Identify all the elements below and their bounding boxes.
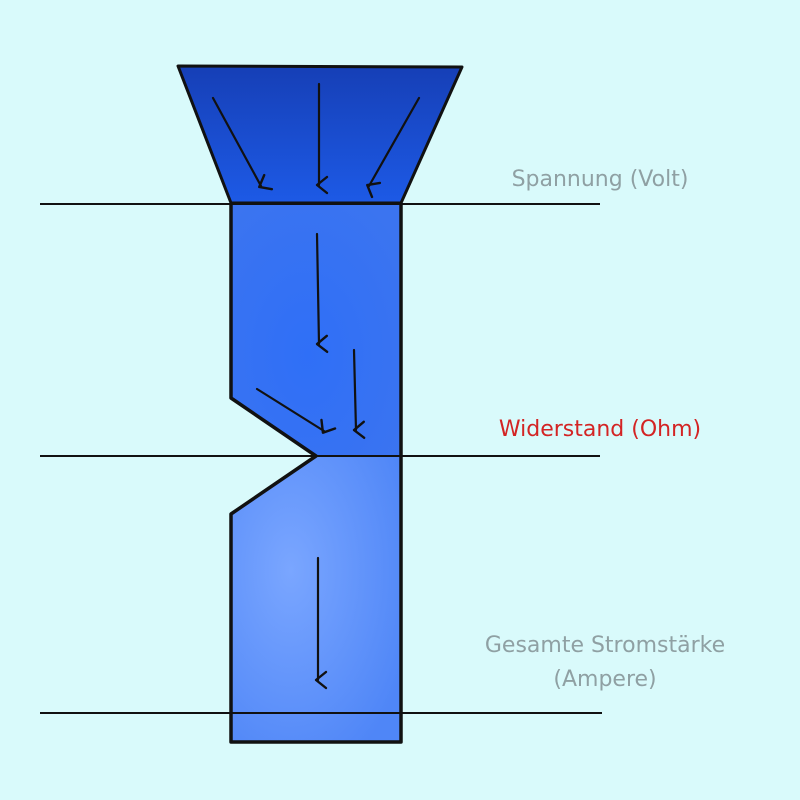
- arrow-diagonal-icon: [366, 96, 421, 199]
- current-label-line1: Gesamte Stromstärke: [484, 633, 726, 658]
- voltage-label: Spannung (Volt): [511, 167, 689, 192]
- upper-pipe-section: [231, 203, 401, 456]
- upper-pipe-arrows: [255, 232, 366, 439]
- arrow-diagonal-icon: [255, 387, 337, 434]
- arrow-diagonal-icon: [211, 96, 274, 191]
- lower-pipe-section: [231, 456, 401, 742]
- resistance-label: Widerstand (Ohm): [498, 417, 702, 442]
- current-label-line2: (Ampere): [553, 667, 657, 692]
- current-label: Gesamte Stromstärke (Ampere): [455, 629, 755, 697]
- arrow-down-icon: [315, 232, 329, 354]
- arrow-down-icon: [352, 348, 366, 439]
- funnel-arrows: [211, 82, 421, 199]
- pipe-outline: [229, 203, 403, 744]
